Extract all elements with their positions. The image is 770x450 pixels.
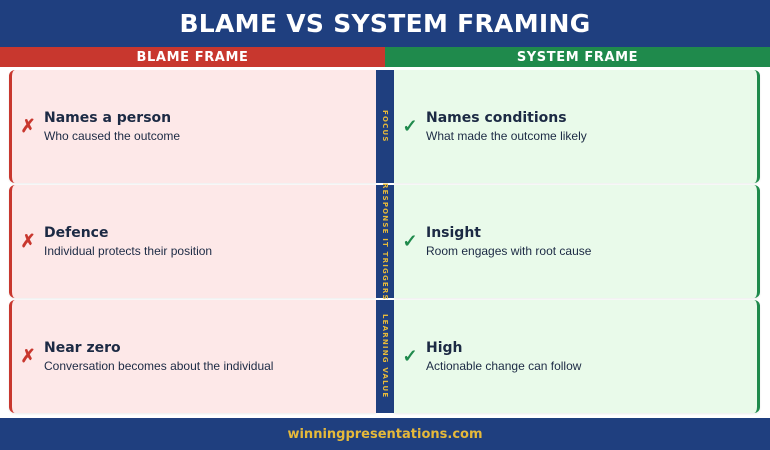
axis-label-text: LEARNING VALUE — [381, 314, 389, 399]
system-cell-text: Names conditions What made the outcome l… — [426, 110, 587, 143]
cross-mark-icon: ✗ — [20, 116, 36, 136]
system-frame-header: SYSTEM FRAME — [385, 47, 770, 67]
blame-cell-text: Defence Individual protects their positi… — [44, 225, 212, 258]
system-cell: ✓ Insight Room engages with root cause — [394, 185, 760, 298]
comparison-row-response: ✗ Defence Individual protects their posi… — [0, 182, 770, 301]
page-title: BLAME VS SYSTEM FRAMING — [179, 9, 591, 38]
system-detail: Actionable change can follow — [426, 359, 582, 373]
check-mark-icon: ✓ — [402, 231, 418, 251]
system-cell: ✓ High Actionable change can follow — [394, 300, 760, 413]
row-axis-label: LEARNING VALUE — [376, 300, 394, 413]
axis-label-text: FOCUS — [381, 110, 389, 143]
cross-mark-icon: ✗ — [20, 231, 36, 251]
blame-heading: Defence — [44, 225, 109, 241]
blame-cell: ✗ Near zero Conversation becomes about t… — [9, 300, 376, 413]
blame-cell: ✗ Defence Individual protects their posi… — [9, 185, 376, 298]
footer-bar: winningpresentations.com — [0, 418, 770, 450]
blame-heading: Near zero — [44, 340, 121, 356]
blame-frame-header: BLAME FRAME — [0, 47, 385, 67]
system-heading: Insight — [426, 225, 481, 241]
blame-detail: Who caused the outcome — [44, 129, 181, 143]
check-mark-icon: ✓ — [402, 116, 418, 136]
check-mark-icon: ✓ — [402, 346, 418, 366]
system-cell-text: Insight Room engages with root cause — [426, 225, 591, 258]
system-heading: Names conditions — [426, 110, 567, 126]
blame-cell: ✗ Names a person Who caused the outcome — [9, 70, 376, 183]
footer-url[interactable]: winningpresentations.com — [287, 426, 483, 442]
comparison-row-focus: ✗ Names a person Who caused the outcome … — [0, 70, 770, 183]
system-heading: High — [426, 340, 463, 356]
title-bar: BLAME VS SYSTEM FRAMING — [0, 0, 770, 47]
row-axis-label: RESPONSE IT TRIGGERS — [376, 182, 394, 301]
comparison-row-learning: ✗ Near zero Conversation becomes about t… — [0, 300, 770, 413]
system-detail: Room engages with root cause — [426, 244, 592, 258]
row-axis-label: FOCUS — [376, 70, 394, 183]
blame-detail: Individual protects their position — [44, 244, 213, 258]
axis-label-text: RESPONSE IT TRIGGERS — [381, 182, 389, 301]
system-cell: ✓ Names conditions What made the outcome… — [394, 70, 760, 183]
cross-mark-icon: ✗ — [20, 346, 36, 366]
blame-detail: Conversation becomes about the individua… — [44, 359, 274, 373]
blame-cell-text: Names a person Who caused the outcome — [44, 110, 180, 143]
system-cell-text: High Actionable change can follow — [426, 340, 581, 373]
blame-cell-text: Near zero Conversation becomes about the… — [44, 340, 273, 373]
system-detail: What made the outcome likely — [426, 129, 587, 143]
blame-heading: Names a person — [44, 110, 172, 126]
